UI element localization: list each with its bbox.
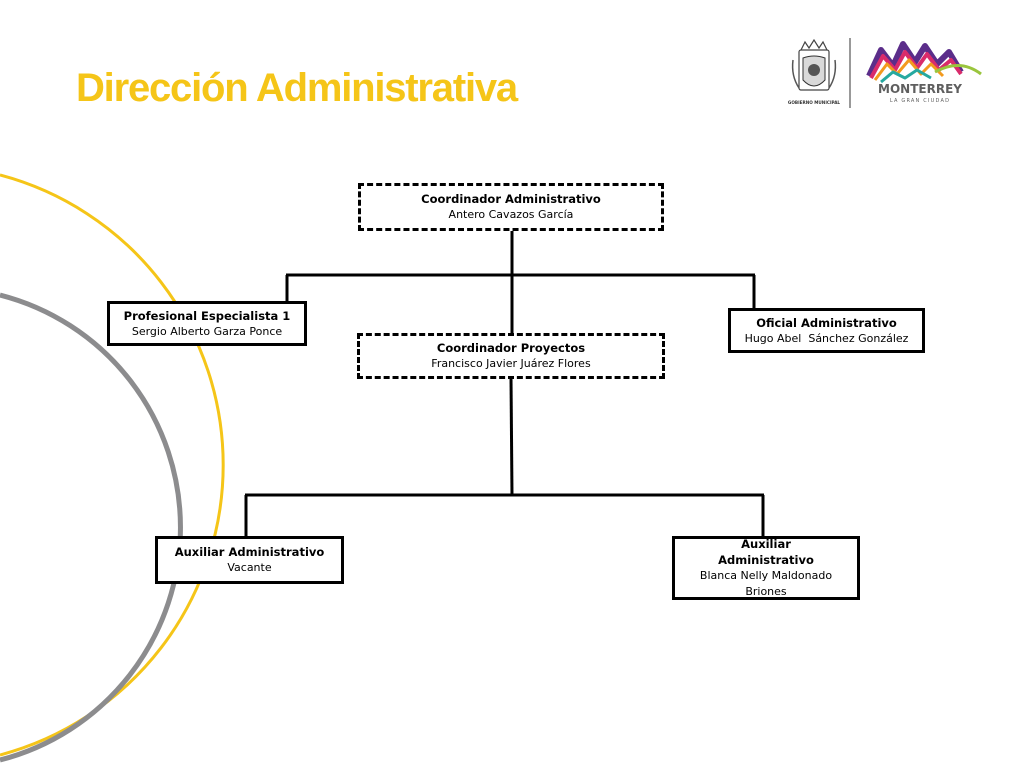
page-title: Dirección Administrativa <box>76 66 518 110</box>
node-role: Profesional Especialista 1 <box>123 308 291 323</box>
node-role: Coordinador Administrativo <box>421 192 601 206</box>
municipal-seal-logo: GOBIERNO MUNICIPAL <box>788 38 841 105</box>
node-person: Antero Cavazos García <box>448 208 574 221</box>
node-role: Auxiliar Administrativo <box>174 545 325 559</box>
connector-mid-trunk <box>509 377 514 496</box>
node-role: Auxiliar Administrativo <box>718 537 814 567</box>
node-auxiliar-administrativo-1: Auxiliar Administrativo Vacante <box>155 536 344 584</box>
node-coordinador-administrativo: Coordinador Administrativo Antero Cavazo… <box>358 183 664 231</box>
node-role: Oficial Administrativo <box>756 315 897 330</box>
node-coordinador-proyectos: Coordinador Proyectos Francisco Javier J… <box>357 333 665 379</box>
logo-group: GOBIERNO MUNICIPAL MONTERREY LA GRAN CIU… <box>788 38 982 108</box>
node-person: Blanca Nelly Maldonado Briones <box>699 569 833 598</box>
svg-text:LA GRAN CIUDAD: LA GRAN CIUDAD <box>890 98 950 104</box>
gray-arc <box>0 292 183 763</box>
node-person: Vacante <box>227 561 272 574</box>
node-role: Coordinador Proyectos <box>436 341 586 355</box>
monterrey-logo: MONTERREY LA GRAN CIUDAD <box>866 41 982 104</box>
node-auxiliar-administrativo-2: Auxiliar Administrativo Blanca Nelly Mal… <box>672 536 860 600</box>
node-profesional-especialista: Profesional Especialista 1 Sergio Albert… <box>107 301 307 346</box>
node-person: Francisco Javier Juárez Flores <box>431 357 591 370</box>
node-person: Sergio Alberto Garza Ponce <box>131 324 283 338</box>
node-person: Hugo Abel Sánchez González <box>744 331 909 345</box>
svg-text:MONTERREY: MONTERREY <box>878 82 962 96</box>
svg-text:GOBIERNO MUNICIPAL: GOBIERNO MUNICIPAL <box>788 100 841 105</box>
node-oficial-administrativo: Oficial Administrativo Hugo Abel Sánchez… <box>728 308 925 353</box>
